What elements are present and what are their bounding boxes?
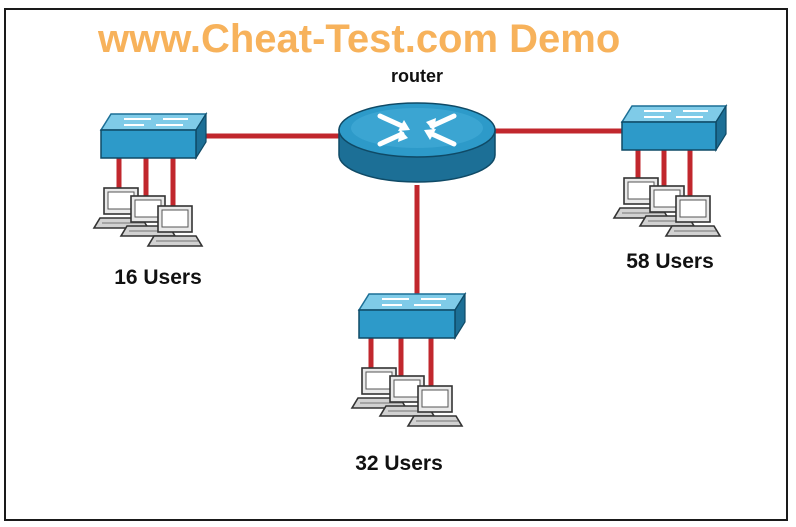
switch-icon-58-users xyxy=(620,103,728,153)
network-diagram: www.Cheat-Test.com Demo xyxy=(93,17,728,475)
computer-group-32-users xyxy=(351,367,463,427)
watermark-text: www.Cheat-Test.com Demo xyxy=(97,17,620,61)
switch-icon-32-users xyxy=(357,291,467,341)
segment-label-16-users: 16 Users xyxy=(114,266,202,289)
segment-label-32-users: 32 Users xyxy=(355,452,443,475)
diagram-frame: www.Cheat-Test.com Demo xyxy=(4,8,788,521)
computer-group-16-users xyxy=(93,187,203,247)
router-icon xyxy=(338,102,496,183)
computer-group-58-users xyxy=(613,177,721,237)
router-label: router xyxy=(391,66,443,86)
segment-label-58-users: 58 Users xyxy=(626,250,714,273)
switch-icon-16-users xyxy=(99,111,208,161)
network-links xyxy=(116,128,693,388)
